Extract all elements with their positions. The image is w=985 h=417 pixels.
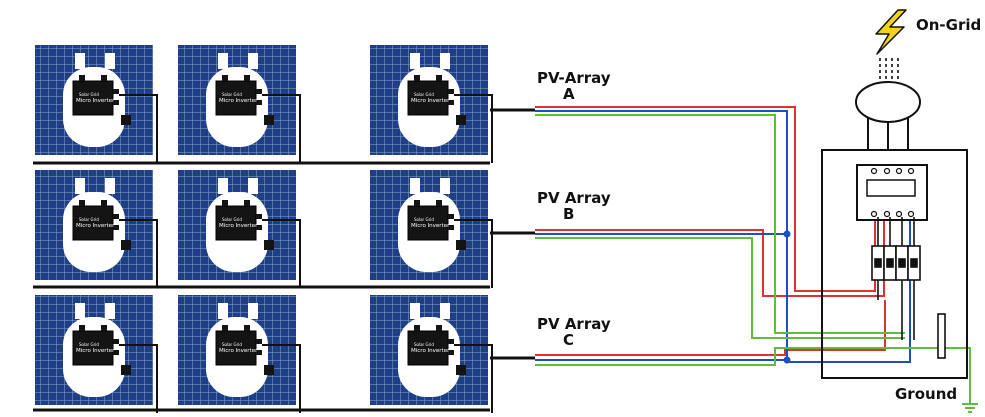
inverter-name-label: Micro Inverter (76, 348, 115, 354)
inverter-brand-label: Solar Grid (414, 92, 434, 97)
junction-dot (783, 356, 791, 364)
ground-label: Ground (895, 385, 957, 403)
inverter-brand-label: Solar Grid (79, 92, 99, 97)
energy-meter (856, 164, 928, 221)
array-c-label-line2: C (563, 331, 574, 349)
grid-feed-dashes (879, 58, 899, 80)
grid-transformer (855, 81, 921, 123)
circuit-breakers (871, 245, 921, 281)
inverter-name-label: Micro Inverter (219, 223, 258, 229)
inverter-name-label: Micro Inverter (76, 223, 115, 229)
inverter-name-label: Micro Inverter (219, 348, 258, 354)
inverter-brand-label: Solar Grid (79, 217, 99, 222)
array-a-label-line2: A (563, 85, 575, 103)
inverter-name-label: Micro Inverter (411, 223, 450, 229)
inverter-name-label: Micro Inverter (219, 98, 258, 104)
inverter-name-label: Micro Inverter (411, 348, 450, 354)
distribution-cabinet (821, 149, 968, 379)
array-bus-rails (33, 108, 535, 412)
ground-symbol-icon (962, 400, 978, 413)
array-b-label-line1: PV Array (537, 189, 611, 207)
array-a-label-line1: PV-Array (537, 69, 611, 87)
wire-green-group (535, 114, 971, 400)
inverter-brand-label: Solar Grid (79, 342, 99, 347)
grid-label: On-Grid (916, 16, 981, 34)
junction-dot (783, 230, 791, 238)
lightning-bolt-icon (875, 9, 907, 55)
ground-bar (937, 313, 946, 359)
inverter-brand-label: Solar Grid (222, 92, 242, 97)
inverter-brand-label: Solar Grid (414, 342, 434, 347)
inverter-brand-label: Solar Grid (222, 217, 242, 222)
inverter-name-label: Micro Inverter (411, 98, 450, 104)
inverter-brand-label: Solar Grid (222, 342, 242, 347)
array-c-label-line1: PV Array (537, 315, 611, 333)
inverter-name-label: Micro Inverter (76, 98, 115, 104)
inverter-brand-label: Solar Grid (414, 217, 434, 222)
array-b-label-line2: B (563, 205, 574, 223)
